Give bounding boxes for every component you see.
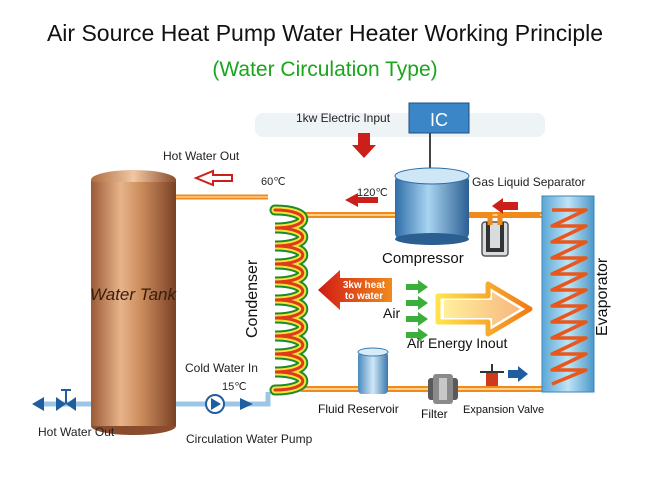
compressor-label: Compressor: [382, 250, 464, 267]
valve-icon: [56, 397, 66, 411]
expansion-valve: [480, 364, 528, 386]
heat-to-water-arrow: [318, 270, 392, 310]
ic-label: IC: [430, 110, 448, 130]
electric-input-label: 1kw Electric Input: [296, 111, 391, 125]
air-label: Air: [383, 305, 400, 321]
hot-water-out-bottom-label: Hot Water Out: [38, 425, 115, 439]
water-tank-label: Water Tank: [90, 285, 177, 304]
fluid-reservoir: [357, 347, 389, 394]
filter-label: Filter: [421, 407, 448, 421]
diagram-title: Air Source Heat Pump Water Heater Workin…: [46, 20, 604, 46]
hot-water-out-bottom-arrow: [32, 397, 44, 411]
hot-water-out-arrow: [193, 169, 233, 187]
cold-water-in-arrow: [240, 398, 253, 410]
gas-liquid-separator-label: Gas Liquid Separator: [472, 175, 585, 189]
expansion-flow-arrow: [508, 366, 528, 382]
circulation-water-pump-label: Circulation Water Pump: [186, 432, 313, 446]
heat-to-water-label-line2: to water: [345, 291, 383, 302]
temp-120-label: 120℃: [357, 187, 388, 199]
evaporator-label: Evaporator: [594, 257, 611, 336]
evaporator: [541, 195, 595, 393]
heat-to-water-label-line1: 3kw heat: [343, 280, 386, 291]
compressor: [394, 167, 470, 245]
air-energy-input-label: Air Energy Inout: [407, 335, 507, 351]
temp-60-label: 60℃: [261, 176, 286, 188]
cold-water-in-label: Cold Water In: [185, 361, 258, 375]
diagram-subtitle: (Water Circulation Type): [212, 58, 438, 81]
condenser-coil: [269, 204, 309, 396]
air-arrows: [406, 280, 428, 342]
filter: [428, 374, 458, 404]
water-tank: Water Tank: [90, 170, 177, 435]
condenser-label: Condenser: [244, 259, 261, 338]
hot-water-out-top-label: Hot Water Out: [163, 149, 240, 163]
temp-15-label: 15℃: [222, 381, 247, 393]
refrigerant-flow-arrow-top: [345, 193, 378, 207]
cold-water-pipe: [176, 392, 271, 414]
separator-flow-arrow: [492, 198, 518, 214]
fluid-reservoir-label: Fluid Reservoir: [318, 402, 399, 416]
hot-water-out-pipe: [176, 169, 268, 200]
expansion-valve-label: Expansion Valve: [463, 404, 544, 416]
electric-input-arrow: [352, 133, 376, 158]
hot-water-out-valve: [32, 389, 91, 411]
gas-liquid-separator: [469, 198, 540, 257]
background-band: [255, 113, 545, 137]
ic-box: [408, 102, 470, 134]
